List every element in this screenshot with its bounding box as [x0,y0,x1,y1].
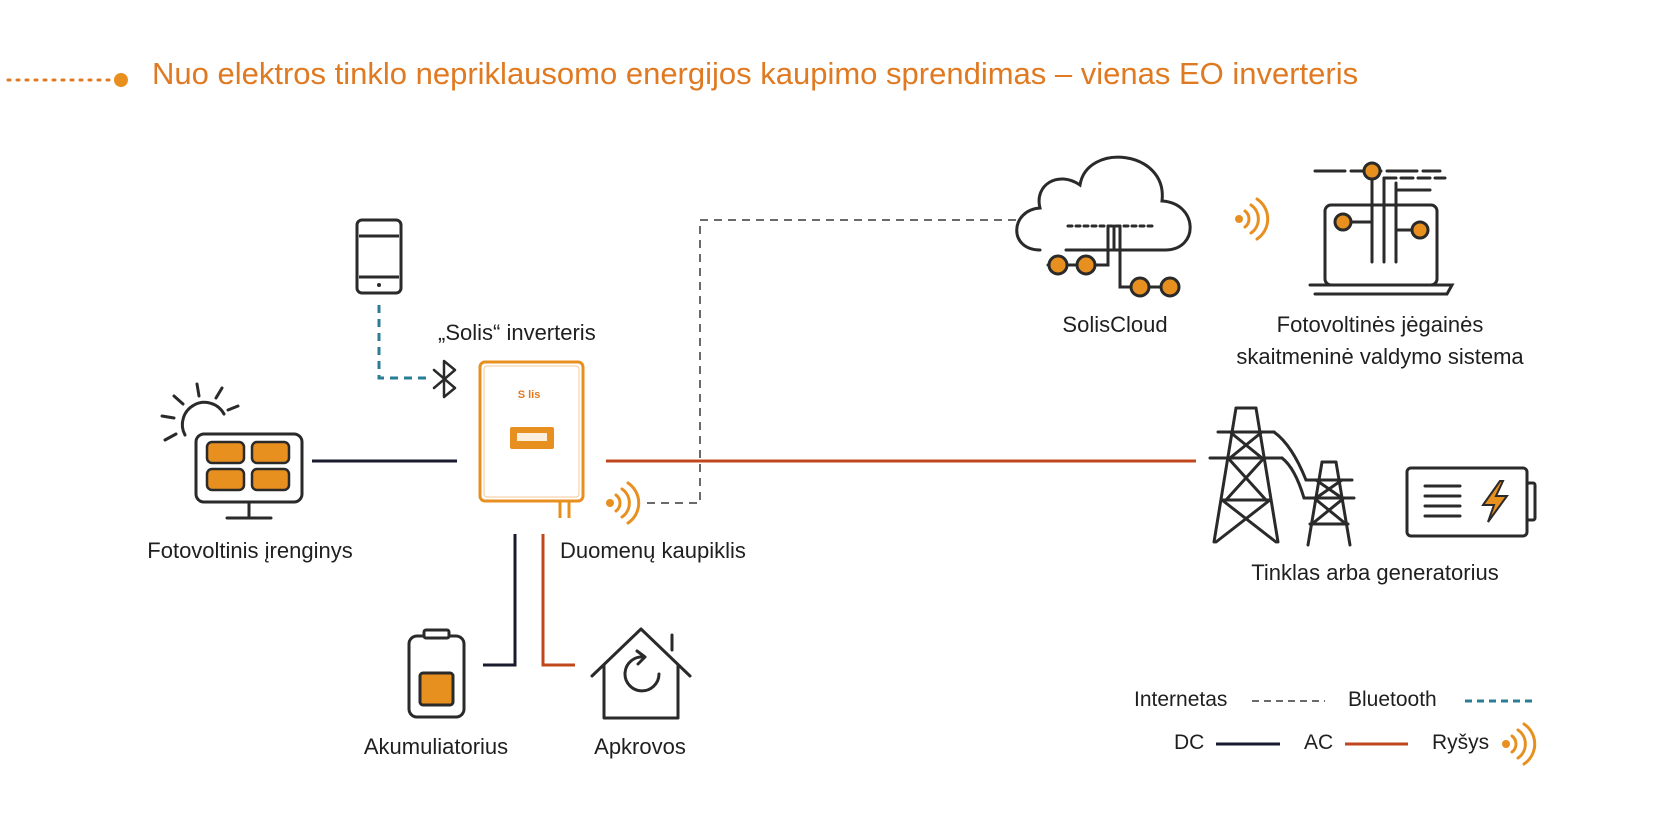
signal-waves-icon-datalogger [606,481,641,525]
label-monitoring-line2: skaitmeninė valdymo sistema [1236,344,1524,369]
legend-ac-label: AC [1304,731,1334,754]
label-monitoring-line1: Fotovoltinės jėgainės [1276,312,1484,337]
signal-waves-icon-cloud [1235,197,1270,241]
laptop-icon [1308,161,1455,296]
power-pylon-icon [1208,406,1356,547]
ac-line-inverter-loads [541,534,575,667]
label-cloud: SolisCloud [1062,312,1168,337]
cloud-icon [1015,155,1192,298]
legend-dc-label: DC [1174,731,1205,754]
label-battery: Akumuliatorius [363,734,509,759]
legend-internet-label: Internetas [1134,688,1228,711]
bluetooth-icon [432,359,457,399]
generator-icon [1405,466,1537,538]
bluetooth-line-phone-inverter [377,305,428,380]
svg-text:S lis: S lis [518,389,541,401]
page-title: Nuo elektros tinklo nepriklausomo energi… [152,56,1359,91]
legend-comm-label: Ryšys [1432,731,1490,754]
dc-line-inverter-battery [483,534,517,667]
label-inverter: „Solis“ inverteris [438,320,596,345]
label-pv: Fotovoltinis įrenginys [147,538,353,563]
label-datalogger: Duomenų kaupiklis [560,538,746,563]
inverter-icon: S lis [478,360,585,518]
smartphone-icon [355,218,403,295]
label-grid: Tinklas arba generatorius [1251,560,1499,585]
internet-line-logger-cloud [647,219,1020,504]
solar-panel-icon [160,382,304,520]
legend [1216,699,1537,766]
legend-comm-icon [1502,722,1537,766]
house-icon [590,627,692,720]
label-loads: Apkrovos [594,734,686,759]
title-leader [6,73,128,87]
legend-bluetooth-label: Bluetooth [1348,688,1437,711]
battery-icon [407,628,466,719]
